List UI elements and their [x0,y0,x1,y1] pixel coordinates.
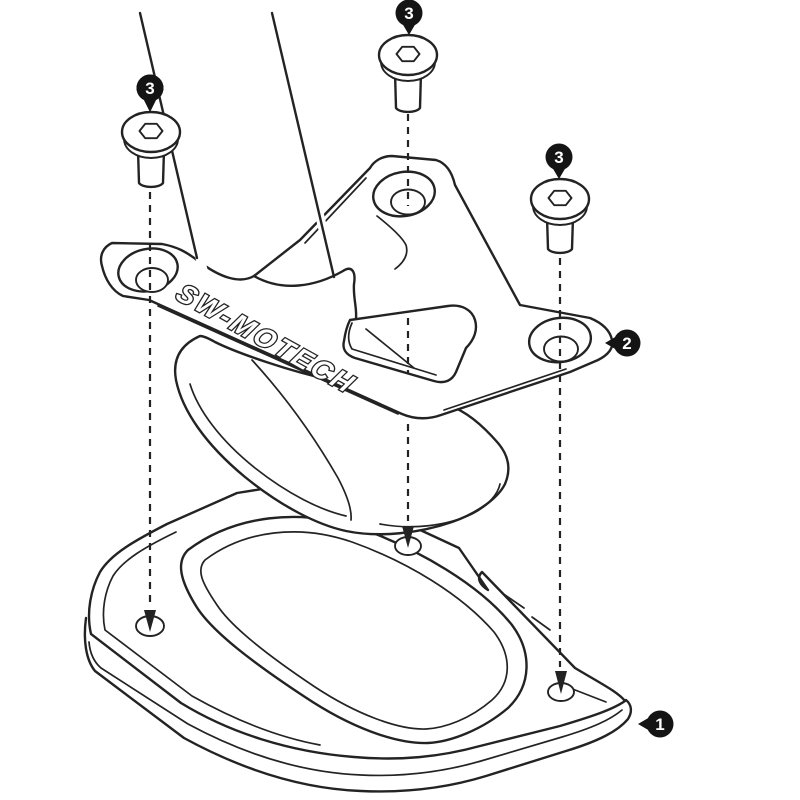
kickstand-leg-line-right [270,11,336,279]
base-plate-wall-bottom [83,616,633,793]
bolt-left [120,110,182,189]
base-plate-wall-mid [88,641,623,777]
bolt-center-shaft [393,70,423,114]
adapter-plate-hole-left [117,247,179,293]
callout-bolt-right: 3 [545,143,573,179]
callout-bolt-right-bubble [545,143,573,171]
bolt-right-shaft [545,215,575,255]
adapter-plate-notch-chamfer [304,177,367,244]
bolt-right [529,177,591,255]
base-plate-rim-accent-1 [504,594,525,609]
adapter-plate-outline [99,154,614,420]
callout-base-plate: 1 [638,710,674,738]
callout-adapter-plate-label: 2 [622,334,631,353]
bolt-left-hex-socket [138,122,164,140]
callout-bolt-center: 3 [395,0,423,35]
callout-bolt-center-label: 3 [404,4,413,23]
adapter-plate-arm-chamfer [157,305,399,415]
axis-right-arrow [555,671,567,694]
alignment-axes [144,114,567,694]
callout-bolt-center-bubble [395,0,423,27]
callout-bolt-right-label: 3 [554,148,563,167]
axis-left-arrow [144,610,156,632]
adapter-plate-fold-line [252,267,358,320]
adapter-plate-slot-chamfer [347,322,437,376]
base-plate-recess-inner [200,531,509,730]
bolt-center [377,33,439,114]
adapter-plate-boss-line [376,215,408,270]
bolt-center-hex-socket [395,45,421,63]
kickstand-foot-outline [173,334,510,536]
bolt-right-hex-socket [547,189,573,207]
adapter-plate-bottom-chamfer [443,368,567,411]
base-plate-outline [87,481,627,760]
base-plate-right-accent [569,687,607,703]
adapter-plate-slot [342,304,478,384]
bolt-left-shaft [136,148,166,189]
callout-adapter-plate: 2 [605,329,641,357]
callout-adapter-plate-bubble [613,329,641,357]
base-plate-rim-accent-2 [531,616,551,631]
callout-base-plate-bubble [646,710,674,738]
callout-base-plate-label: 1 [655,715,664,734]
kickstand-foot-crease [251,359,352,521]
base-plate-step-line [102,531,321,746]
callout-bolt-left-label: 3 [145,79,154,98]
axis-center-arrow [402,526,414,548]
base-plate [83,481,633,793]
adapter-plate-hole-top [372,170,436,218]
kickstand-foot-wall-left [189,383,347,517]
callout-bolt-left: 3 [136,74,164,112]
adapter-plate-slot-view-line [365,328,415,369]
